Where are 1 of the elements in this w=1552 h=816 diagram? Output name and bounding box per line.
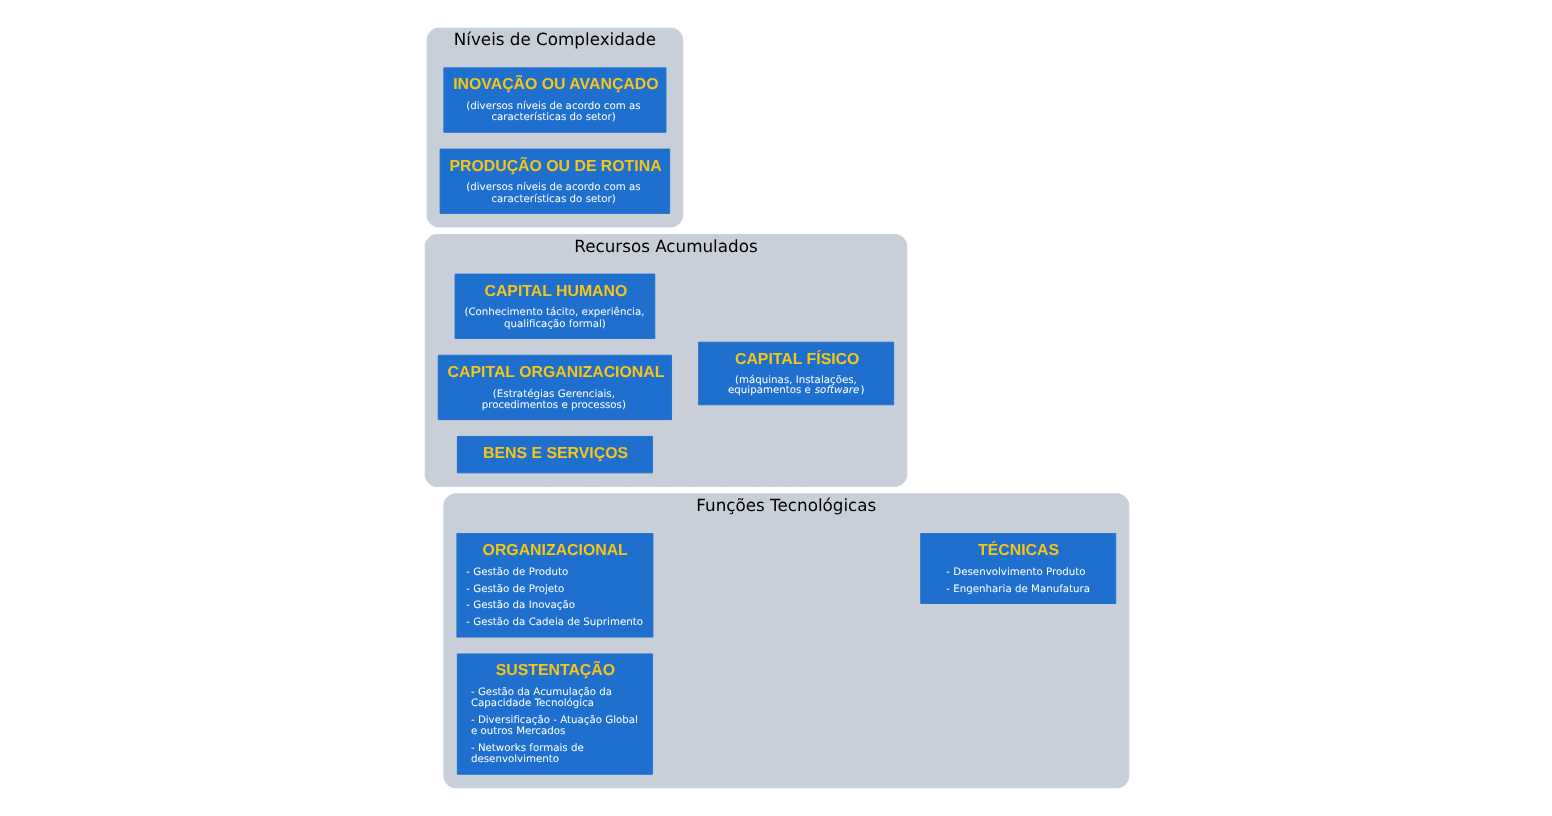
node-box: BENS E SERVIÇOS <box>455 436 652 474</box>
